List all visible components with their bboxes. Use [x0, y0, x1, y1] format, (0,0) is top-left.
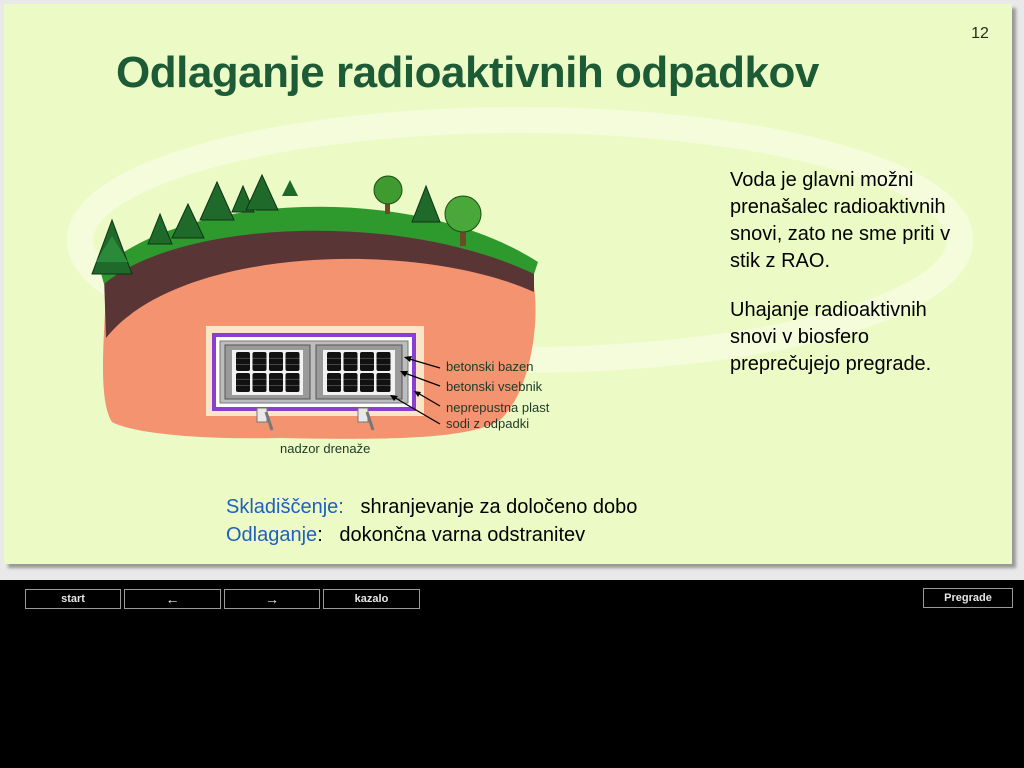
- definition-disposal: Odlaganje: dokončna varna odstranitev: [226, 524, 585, 547]
- waste-drum: [360, 352, 374, 371]
- tree-icon: [282, 180, 298, 196]
- start-button[interactable]: start: [25, 589, 121, 609]
- drainage-pipe-icon: [357, 407, 375, 431]
- callout-arrows: [391, 357, 441, 425]
- waste-drum: [252, 373, 267, 392]
- tree-icon: [147, 212, 173, 245]
- waste-drum: [343, 373, 358, 392]
- definition-term: Skladiščenje:: [226, 496, 344, 518]
- waste-drum: [236, 352, 250, 371]
- slide-title: Odlaganje radioaktivnih odpadkov: [116, 48, 819, 97]
- label-waste-drums: sodi z odpadki: [446, 416, 529, 431]
- deciduous-tree-icon: [373, 175, 403, 214]
- definition-text: dokončna varna odstranitev: [339, 524, 586, 546]
- side-text: Voda je glavni možni prenašalec radioakt…: [730, 167, 970, 400]
- grass-layer: [100, 206, 538, 284]
- tree-icon: [411, 184, 441, 223]
- waste-drum: [327, 373, 341, 392]
- definition-text: shranjevanje za določeno dobo: [360, 496, 638, 518]
- soil-layer: [104, 225, 534, 338]
- back-button[interactable]: ←: [124, 589, 221, 609]
- label-concrete-pool: betonski bazen: [446, 359, 533, 374]
- tree-icon: [199, 180, 235, 221]
- waste-drum: [269, 373, 283, 392]
- side-paragraph-water: Voda je glavni možni prenašalec radioakt…: [730, 169, 951, 272]
- label-impermeable-layer: neprepustna plast: [446, 400, 550, 415]
- next-topic-button[interactable]: Pregrade: [923, 588, 1013, 608]
- side-paragraph-barriers: Uhajanje radioaktivnih snovi v biosfero …: [730, 299, 932, 375]
- waste-drums: [236, 352, 391, 392]
- drainage-pipe-icon: [256, 407, 274, 431]
- index-button[interactable]: kazalo: [323, 589, 420, 609]
- waste-drum: [285, 373, 300, 392]
- definition-storage: Skladiščenje: shranjevanje za določeno d…: [226, 496, 637, 519]
- waste-drum: [343, 352, 358, 371]
- slide: 12 Odlaganje radioaktivnih odpadkov: [0, 0, 1024, 580]
- forward-button[interactable]: →: [224, 589, 320, 609]
- tree-icon: [171, 202, 205, 239]
- label-concrete-container: betonski vsebnik: [446, 379, 543, 394]
- definition-term: Odlaganje: [226, 524, 318, 546]
- repository-diagram: betonski bazen betonski vsebnik neprepus…: [67, 107, 973, 456]
- waste-drum: [252, 352, 267, 371]
- waste-drum: [376, 373, 391, 392]
- waste-drum: [269, 352, 283, 371]
- tree-icon: [245, 173, 279, 211]
- definition-separator: :: [317, 524, 323, 546]
- waste-drum: [360, 373, 374, 392]
- waste-drum: [327, 352, 341, 371]
- slide-number: 12: [971, 25, 989, 42]
- waste-drum: [236, 373, 250, 392]
- tree-icon: [91, 218, 133, 275]
- label-drainage-control: nadzor drenaže: [280, 441, 370, 456]
- waste-drum: [285, 352, 300, 371]
- waste-drum: [376, 352, 391, 371]
- deciduous-tree-icon: [444, 195, 482, 246]
